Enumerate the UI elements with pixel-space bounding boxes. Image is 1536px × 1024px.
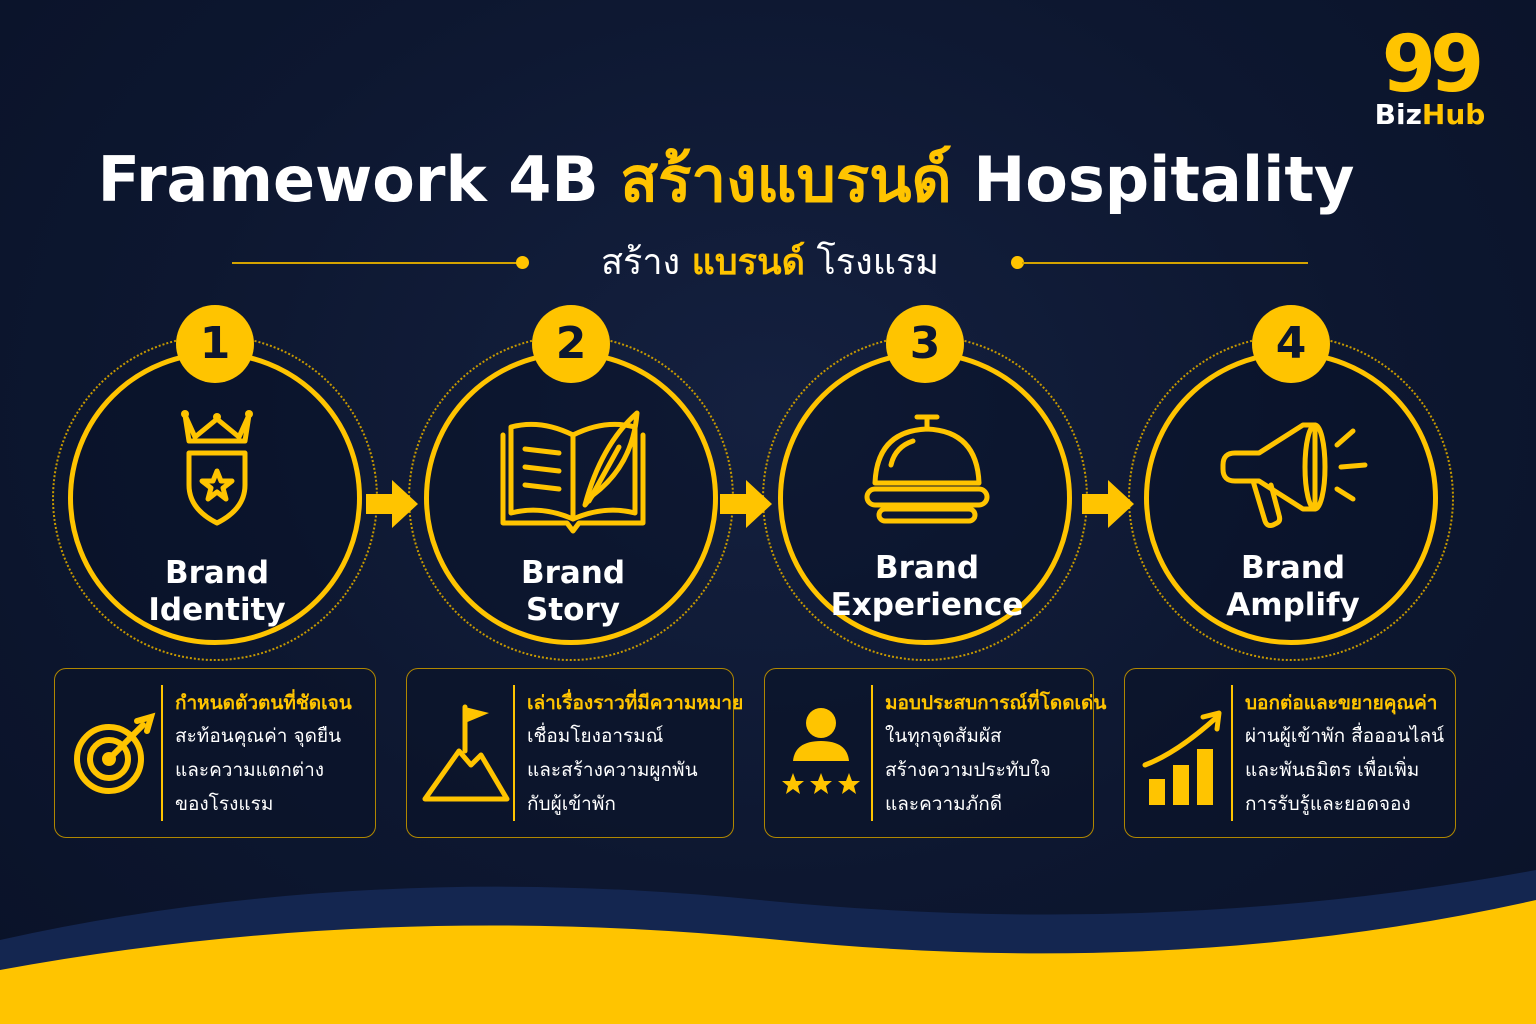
card-divider	[161, 685, 163, 821]
card-brand-story: เล่าเรื่องราวที่มีความหมาย เชื่อมโยงอารม…	[406, 668, 744, 838]
crown-shield-star-icon	[181, 410, 253, 526]
card-brand-amplify: บอกต่อและขยายคุณค่า ผ่านผู้เข้าพัก สื่ออ…	[1124, 668, 1456, 838]
step-ring	[778, 351, 1072, 645]
card-line: กับผู้เข้าพัก	[527, 793, 616, 815]
mountain-flag-icon	[422, 704, 510, 802]
card-divider	[1231, 685, 1233, 821]
card-line: และความภักดี	[885, 793, 1003, 815]
card-text: เล่าเรื่องราวที่มีความหมาย เชื่อมโยงอารม…	[527, 687, 744, 821]
page-title: Framework 4B สร้างแบรนด์ Hospitality	[0, 140, 1452, 220]
subtitle-row: สร้าง แบรนด์ โรงแรม	[232, 238, 1308, 288]
card-brand-experience: มอบประสบการณ์ที่โดดเด่น ในทุกจุดสัมผัส ส…	[764, 668, 1107, 838]
card-text: บอกต่อและขยายคุณค่า ผ่านผู้เข้าพัก สื่ออ…	[1245, 687, 1449, 821]
card-text: มอบประสบการณ์ที่โดดเด่น ในทุกจุดสัมผัส ส…	[885, 687, 1107, 821]
arrow-right-icon	[720, 480, 772, 528]
subtitle-part-b: แบรนด์	[691, 242, 805, 283]
step-title-line1: Brand	[164, 555, 270, 591]
step-title-line2: Story	[526, 592, 620, 628]
service-bell-icon	[864, 414, 990, 524]
title-part-framework: Framework 4B	[97, 143, 599, 216]
step-ring	[68, 351, 362, 645]
card-line: และความแตกต่าง	[175, 759, 325, 781]
logo-wordmark: BizHub	[1368, 100, 1492, 130]
step-title: Brand Identity	[82, 555, 352, 629]
card-line: การรับรู้และยอดจอง	[1245, 793, 1411, 815]
growth-bar-chart-icon	[1142, 710, 1222, 805]
card-line: ในทุกจุดสัมผัส	[885, 725, 1002, 747]
card-heading: เล่าเรื่องราวที่มีความหมาย	[527, 692, 744, 714]
step-number-badge: 4	[1252, 305, 1330, 383]
card-line: ของโรงแรม	[175, 793, 274, 815]
brand-logo: 99 BizHub	[1368, 26, 1492, 130]
logo-number: 99	[1381, 20, 1485, 110]
target-arrow-icon	[74, 712, 156, 794]
card-line: สะท้อนคุณค่า จุดยืน	[175, 725, 342, 747]
card-heading: มอบประสบการณ์ที่โดดเด่น	[885, 692, 1107, 714]
card-line: และพันธมิตร เพื่อเพิ่ม	[1245, 759, 1420, 781]
card-divider	[871, 685, 873, 821]
step-title: Brand Story	[438, 555, 708, 629]
open-book-quill-icon	[500, 410, 646, 534]
step-number-badge: 2	[532, 305, 610, 383]
step-title-line2: Identity	[148, 592, 286, 628]
card-brand-identity: กำหนดตัวตนที่ชัดเจน สะท้อนคุณค่า จุดยืน …	[54, 668, 376, 838]
card-divider	[513, 685, 515, 821]
subtitle-dot-left	[516, 256, 529, 269]
subtitle-part-c: โรงแรม	[816, 242, 939, 283]
card-line: และสร้างความผูกพัน	[527, 759, 698, 781]
step-title: Brand Experience	[792, 550, 1062, 624]
subtitle-dot-right	[1011, 256, 1024, 269]
step-number-badge: 3	[886, 305, 964, 383]
arrow-right-icon	[1082, 480, 1134, 528]
step-brand-amplify: 4 Brand Amplify	[1128, 305, 1458, 665]
step-title-line2: Amplify	[1226, 587, 1360, 623]
step-number-badge: 1	[176, 305, 254, 383]
step-title-line1: Brand	[1240, 550, 1346, 586]
subtitle: สร้าง แบรนด์ โรงแรม	[544, 238, 996, 288]
guest-three-stars-icon	[782, 708, 860, 794]
step-title-line1: Brand	[874, 550, 980, 586]
title-part-build-brand: สร้างแบรนด์	[620, 143, 952, 216]
arrow-right-icon	[366, 480, 418, 528]
card-heading: บอกต่อและขยายคุณค่า	[1245, 692, 1438, 714]
card-line: เชื่อมโยงอารมณ์	[527, 725, 664, 747]
logo-text-biz: Biz	[1374, 98, 1422, 131]
card-text: กำหนดตัวตนที่ชัดเจน สะท้อนคุณค่า จุดยืน …	[175, 687, 369, 821]
megaphone-icon	[1220, 422, 1368, 528]
title-part-hospitality: Hospitality	[973, 143, 1355, 216]
step-brand-experience: 3 Brand Experience	[762, 305, 1092, 665]
subtitle-divider-right	[1022, 262, 1308, 264]
card-line: ผ่านผู้เข้าพัก สื่อออนไลน์	[1245, 725, 1445, 747]
step-title-line1: Brand	[520, 555, 626, 591]
logo-text-hub: Hub	[1421, 98, 1486, 131]
card-heading: กำหนดตัวตนที่ชัดเจน	[175, 692, 352, 714]
step-brand-identity: 1 Brand Identity	[52, 305, 382, 665]
decorative-bottom-wave	[0, 870, 1536, 1024]
step-brand-story: 2 Brand Story	[408, 305, 738, 665]
step-title: Brand Amplify	[1158, 550, 1428, 624]
step-title-line2: Experience	[830, 587, 1024, 623]
subtitle-part-a: สร้าง	[601, 242, 681, 283]
card-line: สร้างความประทับใจ	[885, 759, 1051, 781]
subtitle-divider-left	[232, 262, 518, 264]
